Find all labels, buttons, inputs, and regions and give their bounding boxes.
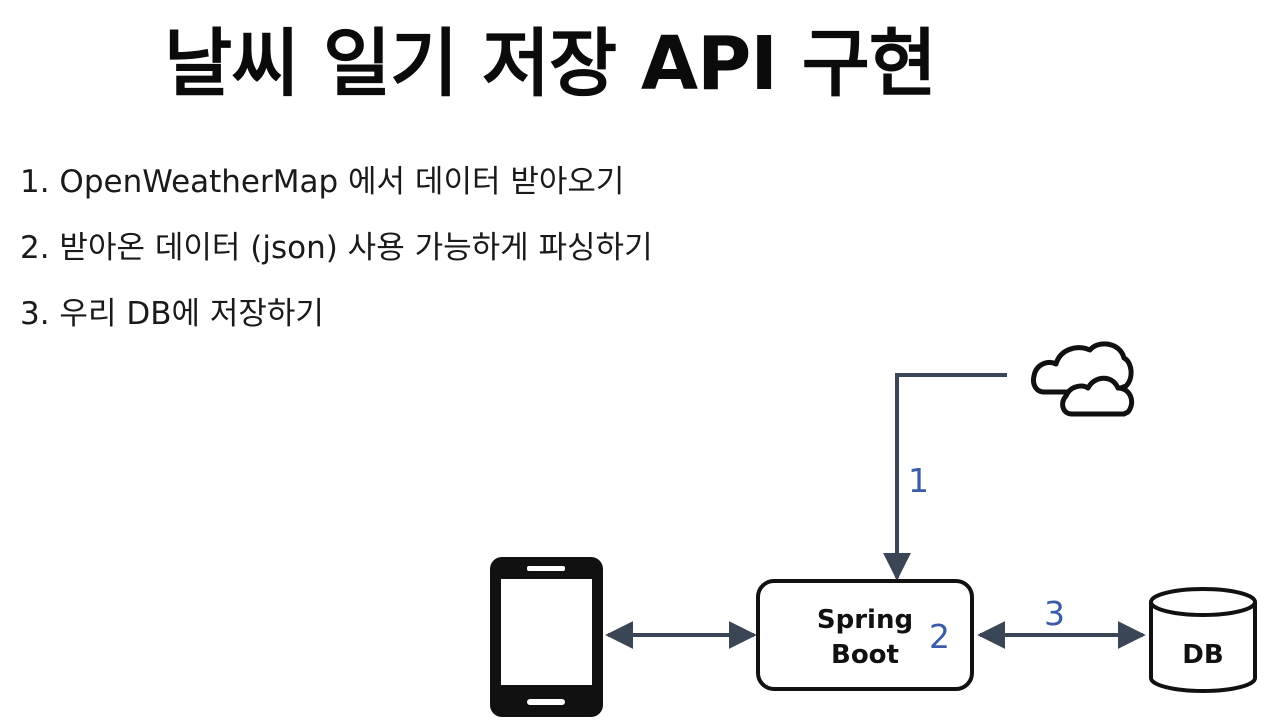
step-label-3: 3 — [1044, 594, 1065, 633]
spring-boot-server: Spring Boot — [756, 579, 974, 691]
step-item-2: 2. 받아온 데이터 (json) 사용 가능하게 파싱하기 — [20, 230, 653, 266]
smartphone-icon — [490, 557, 603, 717]
server-label-line2: Boot — [831, 640, 899, 670]
db-label: DB — [1182, 640, 1223, 670]
step-item-1: 1. OpenWeatherMap 에서 데이터 받아오기 — [20, 164, 625, 200]
page-title: 날씨 일기 저장 API 구현 — [164, 21, 937, 107]
step-list: 1. OpenWeatherMap 에서 데이터 받아오기 2. 받아온 데이터… — [20, 160, 653, 358]
step-item-3: 3. 우리 DB에 저장하기 — [20, 296, 324, 332]
server-label-line1: Spring — [817, 605, 913, 635]
database-icon: DB — [1149, 587, 1257, 693]
api-arrow — [883, 373, 1007, 581]
cloud-icon — [1031, 341, 1135, 417]
step-label-2: 2 — [929, 617, 950, 656]
step-label-1: 1 — [908, 461, 929, 500]
